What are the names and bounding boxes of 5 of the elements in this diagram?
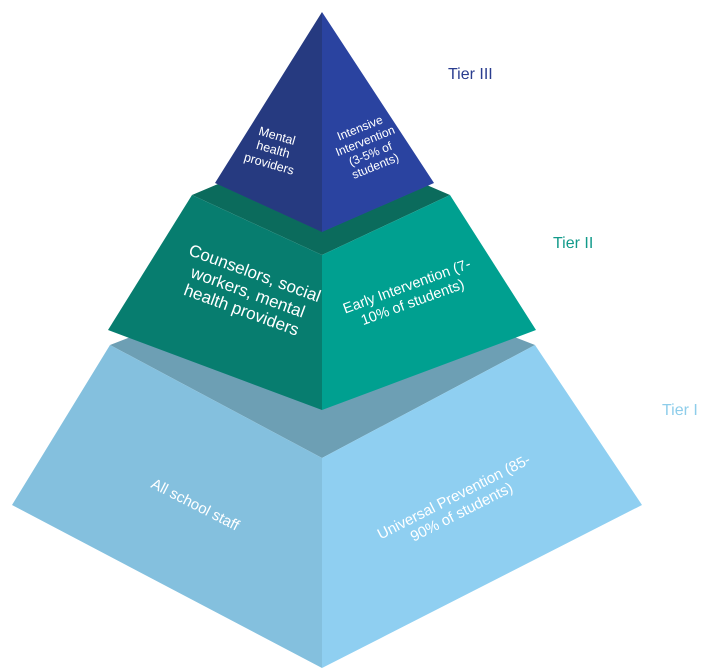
tier-label: Tier III (448, 66, 493, 84)
face-text: All school staff (147, 474, 243, 536)
tier-label: Tier II (553, 235, 594, 253)
face-text: Mental health providers (241, 123, 298, 180)
tier-label: Tier I (662, 402, 698, 420)
